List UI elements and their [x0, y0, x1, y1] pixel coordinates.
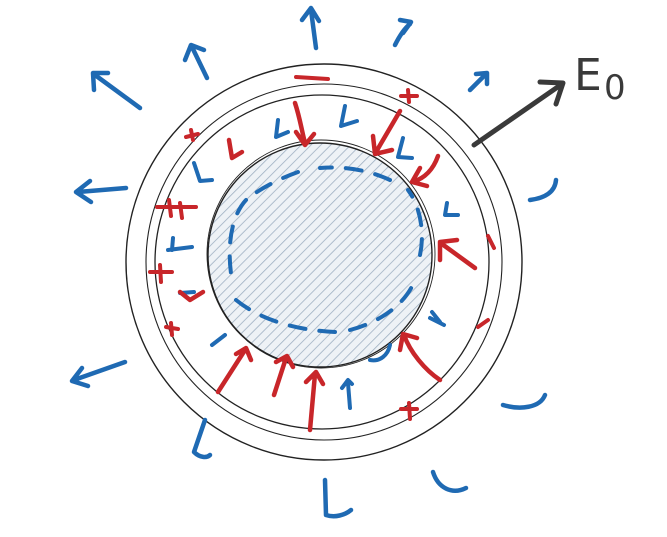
- charge-plus-mark: [399, 88, 419, 104]
- induced-arrow: [192, 161, 214, 183]
- charge-arrow: [370, 108, 403, 157]
- charge-plus-mark: [164, 321, 180, 337]
- outer-arrow: [182, 42, 210, 81]
- outer-arrow: [299, 5, 322, 51]
- field-label: E: [574, 50, 602, 101]
- outer-arrow: [392, 17, 414, 48]
- outer-arrow: [467, 70, 490, 93]
- charge-arrow: [292, 100, 317, 148]
- field-arrow-e0: [471, 79, 566, 148]
- induced-arrow: [340, 378, 354, 410]
- outer-arrow: [73, 178, 129, 205]
- induced-arrow: [443, 201, 460, 217]
- outer-arrow: [430, 469, 469, 493]
- outer-arrow: [500, 392, 548, 410]
- charge-plus-mark: [486, 234, 496, 250]
- induced-arrow: [166, 236, 194, 252]
- charge-arrow: [215, 345, 254, 395]
- induced-arrow: [339, 104, 359, 128]
- outer-arrow: [527, 177, 559, 203]
- charge-arrow: [437, 237, 478, 271]
- induced-field-arrows: [166, 104, 460, 410]
- charge-arrow: [303, 369, 326, 433]
- outer-arrow: [322, 477, 354, 519]
- charge-plus-mark: [399, 401, 419, 421]
- shell-rings: [125, 63, 523, 461]
- induced-arrow: [368, 343, 392, 363]
- charge-plus-mark: [148, 263, 174, 284]
- charge-marks: [148, 75, 496, 421]
- charge-plus-mark: [155, 198, 198, 220]
- charge-arrows: [177, 100, 478, 433]
- charge-plus-mark: [294, 75, 330, 81]
- outer-arrow: [191, 417, 213, 460]
- inner-dashed-boundary: [227, 165, 424, 334]
- charge-plus-mark: [184, 128, 200, 142]
- charge-arrow: [409, 153, 441, 189]
- induced-arrow: [396, 136, 414, 160]
- outer-field-arrows: [69, 5, 559, 519]
- induced-arrow: [274, 118, 290, 139]
- hatched-core: [206, 139, 436, 369]
- charge-plus-mark: [476, 318, 490, 329]
- charge-arrow: [271, 353, 296, 398]
- induced-arrow: [428, 310, 446, 327]
- field-subscript: 0: [604, 68, 626, 108]
- outer-arrow: [90, 70, 143, 111]
- outer-arrow: [69, 359, 128, 389]
- charge-arrow: [397, 331, 443, 383]
- induced-arrow: [210, 333, 227, 347]
- charge-arrow: [177, 289, 206, 303]
- charge-arrow: [226, 137, 245, 161]
